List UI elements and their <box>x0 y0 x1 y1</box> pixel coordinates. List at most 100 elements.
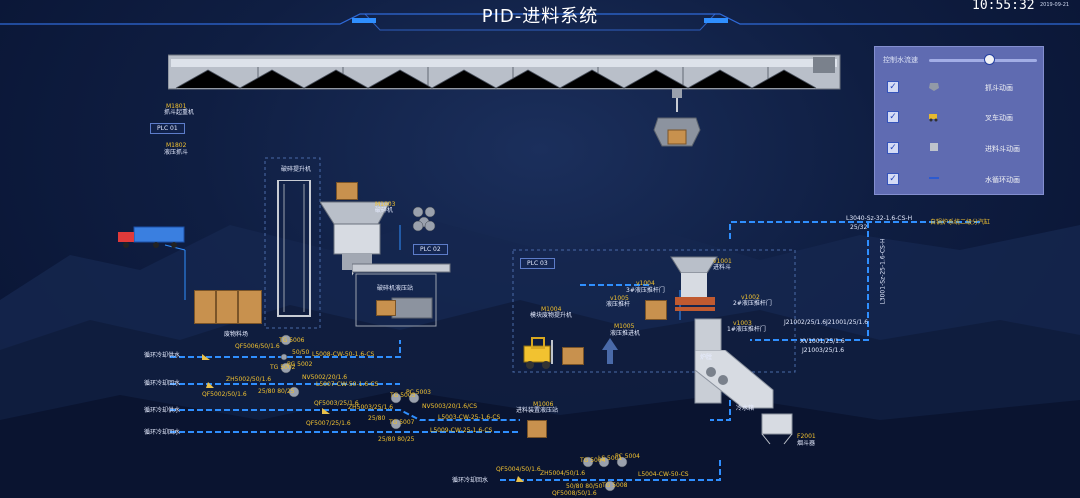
toggle-row-grab[interactable]: ✓ 抓斗动画 <box>875 75 1043 99</box>
ratio-5050: 50/50 <box>292 349 310 356</box>
header-frame <box>0 13 1080 31</box>
furnace-label: 炉膛 <box>700 354 713 361</box>
circ-return-3: 循环冷却回水 <box>452 477 489 484</box>
ratio-2580a: 25/80 80/25 <box>258 388 295 395</box>
m1006-desc: 进料装置液压站 <box>516 407 559 414</box>
tg5008: TG 5008 <box>602 482 628 489</box>
pipe-vertical: L3001-Sz-25-1.6-CS-H <box>879 238 887 305</box>
plc-02-label[interactable]: PLC 02 <box>413 244 448 255</box>
valve-j21002: J21002/25/1.6 <box>784 319 827 326</box>
grab-animation-label: 抓斗动画 <box>985 84 1013 92</box>
water-animation-label: 水循环动画 <box>985 176 1020 184</box>
crate <box>527 420 547 438</box>
forklift <box>523 337 553 369</box>
flow-speed-slider-thumb[interactable] <box>983 54 995 65</box>
m1801-desc: 抓斗起重机 <box>164 109 195 116</box>
tg5003: TG 5003 <box>390 392 416 399</box>
valve-j21001: J21001/25/1.6 <box>826 319 869 326</box>
v1002-desc: 2#液压推杆门 <box>733 300 772 307</box>
m1005-tag: M1005 <box>614 323 635 330</box>
valve-zh5003: ZH5003/25/1.6 <box>348 404 394 411</box>
valve-qf5006: QF5006/50/1.6 <box>235 343 280 350</box>
valve-zh5004: ZH5004/50/1.6 <box>540 470 586 477</box>
scrap-box-label: 废物料场 <box>224 331 249 338</box>
slag-box <box>761 413 793 445</box>
crate <box>216 290 238 324</box>
f2001-tag: F2001 <box>797 433 816 440</box>
pipe-l5004: L5004-CW-50-CS <box>638 471 689 478</box>
crate <box>645 300 667 320</box>
forklift-animation-checkbox[interactable]: ✓ <box>887 111 899 123</box>
plc-01-label[interactable]: PLC 01 <box>150 123 185 134</box>
grab-bucket <box>653 88 701 147</box>
overhead-crane <box>168 54 841 90</box>
valve-zh5002: ZH5002/50/1.6 <box>226 376 272 383</box>
toggle-row-forklift[interactable]: ✓ 叉车动画 <box>875 105 1043 129</box>
v1003-desc: 1#液压推杆门 <box>727 326 766 333</box>
pc5004: PC 5004 <box>615 453 640 460</box>
toggle-row-water[interactable]: ✓ 水循环动画 <box>875 167 1043 191</box>
v1005-desc: 液压推杆 <box>606 301 631 308</box>
animation-control-panel: 控制水流速 ✓ 抓斗动画 ✓ 叉车动画 ✓ 进料斗动画 ✓ 水循环动画 <box>874 46 1044 195</box>
pg5002: PG 5002 <box>287 361 313 368</box>
water-line-icon <box>929 177 939 179</box>
page-title: PID-进料系统 <box>481 6 599 27</box>
m1802-desc: 液压抓斗 <box>164 149 189 156</box>
m1003-desc: 破碎机 <box>375 207 394 214</box>
m1802-tag: M1802 <box>166 142 187 149</box>
ratio-2580b: 25/80 <box>368 415 386 422</box>
ratio-2580c: 25/80 80/25 <box>378 436 415 443</box>
pipe-l5003: L5003-CW-25-1.6-CS <box>438 414 501 421</box>
v1004-desc: 3#液压推杆门 <box>626 287 665 294</box>
hopper-animation-checkbox[interactable]: ✓ <box>887 142 899 154</box>
grab-animation-checkbox[interactable]: ✓ <box>887 81 899 93</box>
water-animation-checkbox[interactable]: ✓ <box>887 173 899 185</box>
clock: 10:55:32 <box>972 0 1035 13</box>
plc-03-label[interactable]: PLC 03 <box>520 258 555 269</box>
circ-return-2: 循环冷却回水 <box>144 429 181 436</box>
v1003-tag: v1003 <box>733 320 752 327</box>
tg5004: TG 5004 <box>580 457 606 464</box>
f2001-desc: 烟斗器 <box>797 440 816 447</box>
v1001-desc: 进料斗 <box>713 264 732 271</box>
pc5003: PC 5003 <box>406 389 431 396</box>
valve-nv5002: NV5002/20/1.6 <box>302 374 348 381</box>
crusher-platform <box>352 263 451 327</box>
pusher-arrow <box>602 338 618 364</box>
lift-tower <box>277 180 311 317</box>
date: 2019-09-21 <box>1040 2 1070 8</box>
tg5002: TG 5002 <box>270 364 296 371</box>
v1001-tag: v1001 <box>713 258 732 265</box>
boiler-label: 自锅炉系统二级分汽缸 <box>930 219 991 226</box>
crate <box>336 182 358 200</box>
water-box-label: 冷水箱 <box>736 405 755 412</box>
valve-qf5008: QF5008/50/1.6 <box>552 490 597 497</box>
crusher <box>320 201 391 270</box>
pipe-l5007: L5007-CW-50-1.6-CS <box>316 381 379 388</box>
tg5007: TG 5007 <box>389 419 415 426</box>
circ-supply-2: 循环冷却供水 <box>144 407 181 414</box>
toggle-row-hopper[interactable]: ✓ 进料斗动画 <box>875 136 1043 160</box>
pipe-l5008: L5008-CW-50-1.6-CS <box>312 351 375 358</box>
ls5001: LS 5001 <box>598 455 623 462</box>
crate <box>376 300 396 316</box>
grab-icon <box>929 83 939 91</box>
v1004-tag: v1004 <box>636 280 655 287</box>
crate <box>562 347 584 365</box>
ratio-5080: 50/80 80/50 <box>566 483 603 490</box>
m1005-desc: 液压推进机 <box>610 330 641 337</box>
pipe-l3040-sub: 25/32 <box>850 224 868 231</box>
hopper-icon <box>930 143 938 151</box>
valve-qf5004: QF5004/50/1.6 <box>496 466 541 473</box>
flow-speed-slider[interactable] <box>929 59 1037 62</box>
forklift-animation-label: 叉车动画 <box>985 114 1013 122</box>
valve-qf5003: QF5003/25/1.6 <box>314 400 359 407</box>
valve-xv1001: XV1001/25/1.6 <box>800 338 845 345</box>
valve-j21003: J21003/25/1.6 <box>802 347 845 354</box>
furnace-ramp <box>695 350 774 409</box>
m1006-tag: M1006 <box>533 401 554 408</box>
